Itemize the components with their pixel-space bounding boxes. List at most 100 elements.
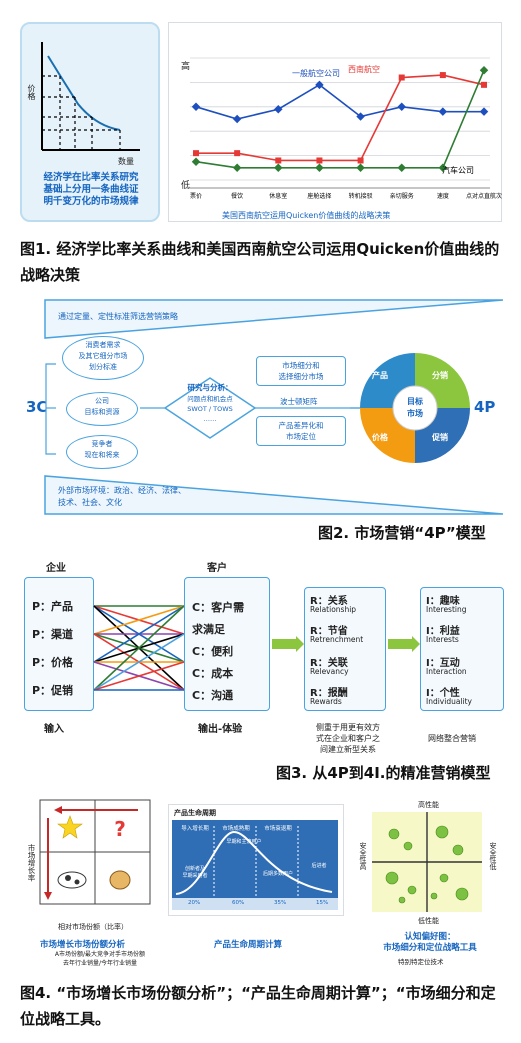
top-banner-text: 通过定量、定性标准筛选营销策略 — [58, 312, 178, 321]
chart-title: 美国西南航空运用Quicken价值曲线的战略决策 — [222, 211, 391, 220]
series-point — [315, 163, 324, 173]
series-point — [481, 81, 487, 88]
series-point — [438, 107, 448, 116]
fig1-caption: 图1. 经济学比率关系曲线和美国西南航空公司运用Quicken价值曲线的战略决策 — [20, 240, 500, 284]
series-point — [397, 163, 406, 173]
perceptual-map — [372, 812, 482, 912]
fig1-chart-panel — [168, 22, 502, 222]
series-label-auto: 汽车公司 — [442, 166, 474, 175]
differentiation-box: 产品差异化和 市场定位 — [256, 416, 346, 446]
i-item-en: Interaction — [426, 667, 467, 676]
company-title: 企业 — [46, 563, 66, 574]
label-3c: 3C — [26, 398, 48, 416]
fig3-arrows — [272, 636, 420, 652]
svg-text:?: ? — [114, 817, 126, 841]
r-note: 侧重于用更有效方 式在企业和客户之 间建立新型关系 — [316, 723, 380, 754]
wheel-distribution: 分销 — [432, 371, 448, 380]
output-label: 输出-体验 — [198, 724, 243, 735]
plc-stage: 导入增长期 — [181, 826, 209, 832]
plc-note: 创新者及 早期采用者 — [182, 866, 208, 879]
plc-pct: 15% — [316, 900, 329, 906]
x-tick-label: 亲切服务 — [390, 192, 414, 200]
perc-bottom: 低性能 — [418, 917, 439, 925]
customer-title: 客户 — [207, 563, 227, 574]
series-point — [193, 150, 199, 157]
series-point — [274, 163, 283, 173]
bottom-banner-text: 外部市场环境：政治、经济、法律、 技术、社会、文化 — [58, 486, 186, 507]
r-item-en: Retrenchment — [310, 635, 364, 644]
competitor-text: 竞争者 现在和将来 — [84, 440, 120, 459]
x-tick-label: 休息室 — [269, 192, 287, 200]
p-item: P：价格 — [32, 656, 74, 669]
r-box — [304, 587, 386, 711]
series-point — [315, 80, 324, 90]
series-point — [398, 74, 405, 81]
left-panel-caption: 经济学在比率关系研究 基础上分用一条曲线证 明千变万化的市场规律 — [43, 172, 139, 207]
p-item: P：产品 — [32, 600, 74, 613]
fig4-caption: 图4. “市场增长市场份额分析”；“产品生命周期计算”；“市场细分和定位战略工具… — [20, 984, 496, 1028]
series-point — [191, 102, 201, 112]
segmentation-box: 市场细分和 选择细分市场 — [256, 356, 346, 386]
series-point — [397, 102, 406, 112]
demand-curve-diagram — [41, 42, 140, 151]
i-item-cn: I：个性 — [426, 688, 460, 699]
plc-note: 后期多数用户 — [262, 871, 293, 877]
r-item-en: Relationship — [310, 605, 357, 614]
perc-sub: 特别特定位技术 — [398, 958, 444, 966]
boston-matrix-label: 波士顿矩阵 — [280, 397, 318, 406]
series-point — [275, 157, 282, 164]
plc-pct: 20% — [188, 900, 201, 906]
fig2-banners — [44, 299, 504, 515]
bcg-title: 市场增长市场份额分析 — [40, 940, 126, 950]
series-line — [196, 74, 485, 162]
fig2-caption: 图2. 市场营销“4P”模型 — [318, 524, 486, 542]
4p-wheel — [360, 353, 470, 463]
plc-header: 产品生命周期 — [174, 809, 216, 817]
i-item-en: Interests — [426, 635, 459, 644]
x-tick-label: 票价 — [190, 193, 202, 200]
x-tick-label: 餐饮 — [231, 192, 243, 200]
series-point — [274, 104, 283, 114]
series-line — [195, 69, 485, 169]
perc-right: 安全性低 — [489, 842, 497, 870]
plc-stage: 市场衰退期 — [264, 826, 292, 832]
i-item-en: Interesting — [426, 605, 467, 614]
c-item: C：沟通 — [192, 689, 234, 702]
fig2-connectors — [45, 363, 360, 455]
series-point — [232, 114, 242, 124]
series-point — [438, 163, 448, 173]
i-item-cn: I：利益 — [426, 626, 460, 637]
i-item-en: Individuality — [426, 697, 472, 706]
series-point — [479, 107, 489, 116]
series-label-general: 一般航空公司 — [292, 69, 340, 78]
price-axis-label: 价格 — [27, 84, 36, 100]
bcg-x-label: 相对市场份额（比率） — [58, 923, 128, 931]
r-item-cn: R：关联 — [310, 658, 348, 669]
series-point — [234, 150, 241, 157]
r-item-en: Relevancy — [310, 667, 349, 676]
p-box — [24, 577, 94, 711]
chart-y-low: 低 — [181, 181, 191, 191]
series-label-southwest: 西南航空 — [348, 65, 380, 74]
bcg-sub: A市场份额/最大竞争对手市场份额 去年行业销量/今年行业销量 — [54, 951, 146, 967]
i-box — [420, 587, 504, 711]
p-item: P：促销 — [32, 684, 74, 697]
series-point — [316, 157, 323, 164]
i-note: 网络整合营销 — [428, 734, 476, 743]
perc-title: 认知偏好图： 市场细分和定位战略工具 — [383, 932, 477, 953]
bcg-matrix: ? — [39, 799, 151, 905]
series-point — [439, 72, 446, 79]
x-tick-label: 速度 — [437, 192, 449, 200]
plc-panel — [168, 804, 344, 916]
label-4p: 4P — [474, 398, 496, 416]
r-item-cn: R：关系 — [310, 596, 348, 607]
i-item-cn: I：互动 — [426, 658, 460, 669]
input-label: 输入 — [44, 724, 64, 735]
x-tick-label: 座舱选择 — [307, 192, 331, 200]
p-to-c-lines — [93, 605, 185, 691]
bcg-y-label: 市场增长率 — [27, 844, 36, 882]
series-point — [357, 157, 364, 164]
value-curve-chart: 票价餐饮休息室座舱选择转机接驳亲切服务速度点对点直航次 — [190, 57, 502, 200]
x-tick-label: 转机接驳 — [349, 192, 373, 200]
plc-pct: 35% — [274, 900, 287, 906]
